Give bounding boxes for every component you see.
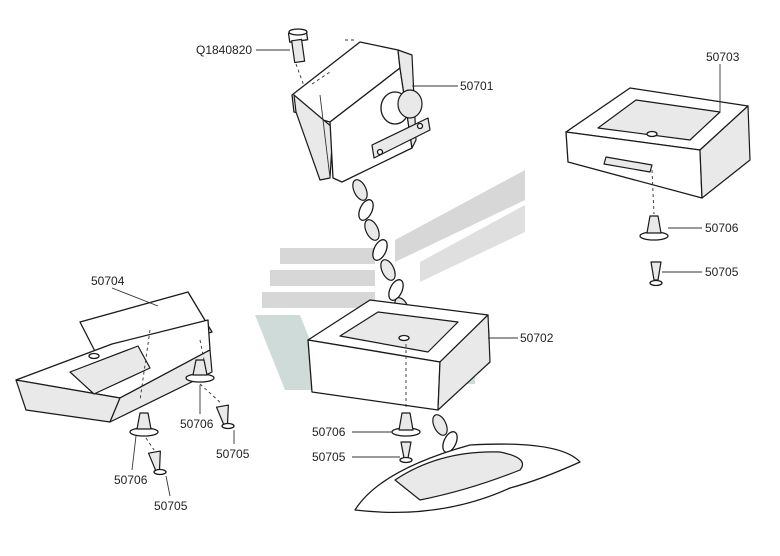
label-center-rivet: 50705 <box>312 450 346 464</box>
center-fasteners <box>391 344 421 464</box>
label-left-clip-a: 50706 <box>114 473 148 487</box>
center-block-part <box>307 299 491 411</box>
watermark-stripe <box>395 170 525 262</box>
label-left-block: 50704 <box>91 274 125 288</box>
label-center-block: 50702 <box>520 331 554 345</box>
watermark-bar <box>270 270 375 286</box>
left-block-part <box>15 291 213 423</box>
watermark-bar <box>262 292 375 308</box>
label-right-block: 50703 <box>706 50 740 64</box>
right-block-part <box>565 87 751 215</box>
leader-50704 <box>111 287 159 307</box>
label-bracket: 50701 <box>460 79 494 93</box>
label-right-rivet: 50705 <box>705 265 739 279</box>
leader-left-rivet-a <box>165 475 171 497</box>
left-fasteners <box>129 359 235 476</box>
label-right-clip: 50706 <box>705 221 739 235</box>
label-bolt: Q1840820 <box>196 43 252 57</box>
right-fasteners <box>639 215 669 287</box>
watermark-bar <box>280 248 375 264</box>
leader-lines <box>111 49 721 497</box>
bolt-part <box>287 28 309 87</box>
leader-left-clip-a <box>131 435 137 471</box>
watermark-stripe <box>420 205 525 282</box>
label-left-rivet-b: 50705 <box>216 447 250 461</box>
label-center-clip: 50706 <box>312 425 346 439</box>
label-left-rivet-a: 50705 <box>154 499 188 513</box>
bracket-part <box>291 39 431 183</box>
label-left-clip-b: 50706 <box>180 417 214 431</box>
base-plate-part <box>354 414 581 514</box>
